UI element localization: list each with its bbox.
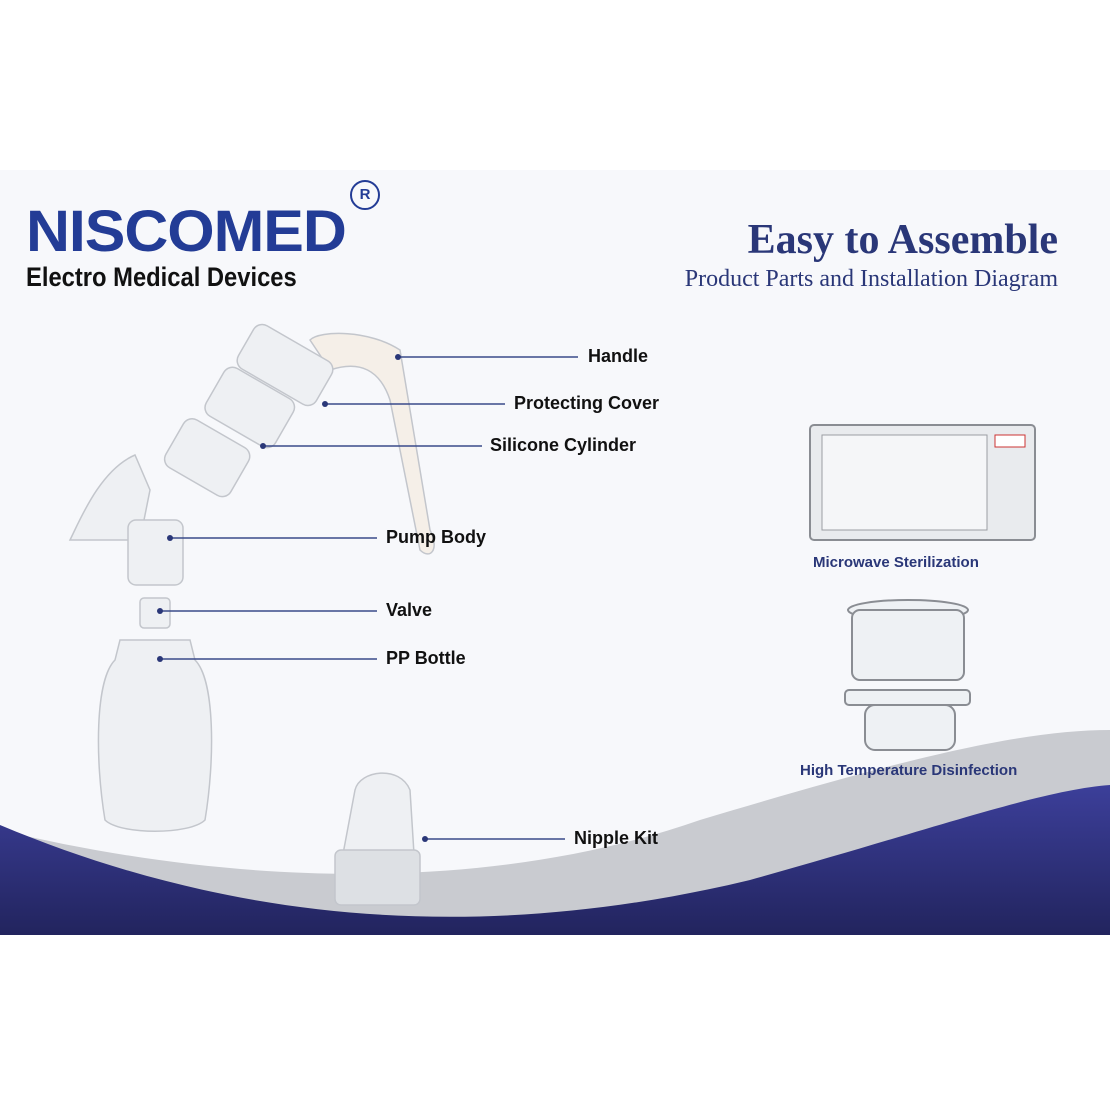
label-pp-bottle: PP Bottle <box>386 648 466 668</box>
product-diagram: NISCOMED R Electro Medical Devices Easy … <box>0 170 1110 935</box>
caption-steamer: High Temperature Disinfection <box>800 762 1018 779</box>
breast-pump-illustration <box>68 323 435 906</box>
page-subtitle: Product Parts and Installation Diagram <box>684 266 1058 292</box>
label-nipple-kit: Nipple Kit <box>574 828 658 848</box>
steamer-icon <box>844 599 971 751</box>
background-wave <box>0 323 1110 935</box>
label-valve: Valve <box>386 600 433 620</box>
leader-lines <box>160 356 578 840</box>
microwave-icon <box>809 424 1036 541</box>
caption-microwave: Microwave Sterilization <box>813 554 979 571</box>
registered-mark: R <box>350 180 380 210</box>
label-handle: Handle <box>588 346 649 366</box>
brand-logo: NISCOMED <box>26 199 347 264</box>
page-title: Easy to Assemble <box>747 217 1058 263</box>
label-pump-body: Pump Body <box>386 527 487 547</box>
label-silicone-cylinder: Silicone Cylinder <box>490 435 637 455</box>
label-protecting-cover: Protecting Cover <box>514 393 660 413</box>
brand-tagline: Electro Medical Devices <box>26 262 297 292</box>
